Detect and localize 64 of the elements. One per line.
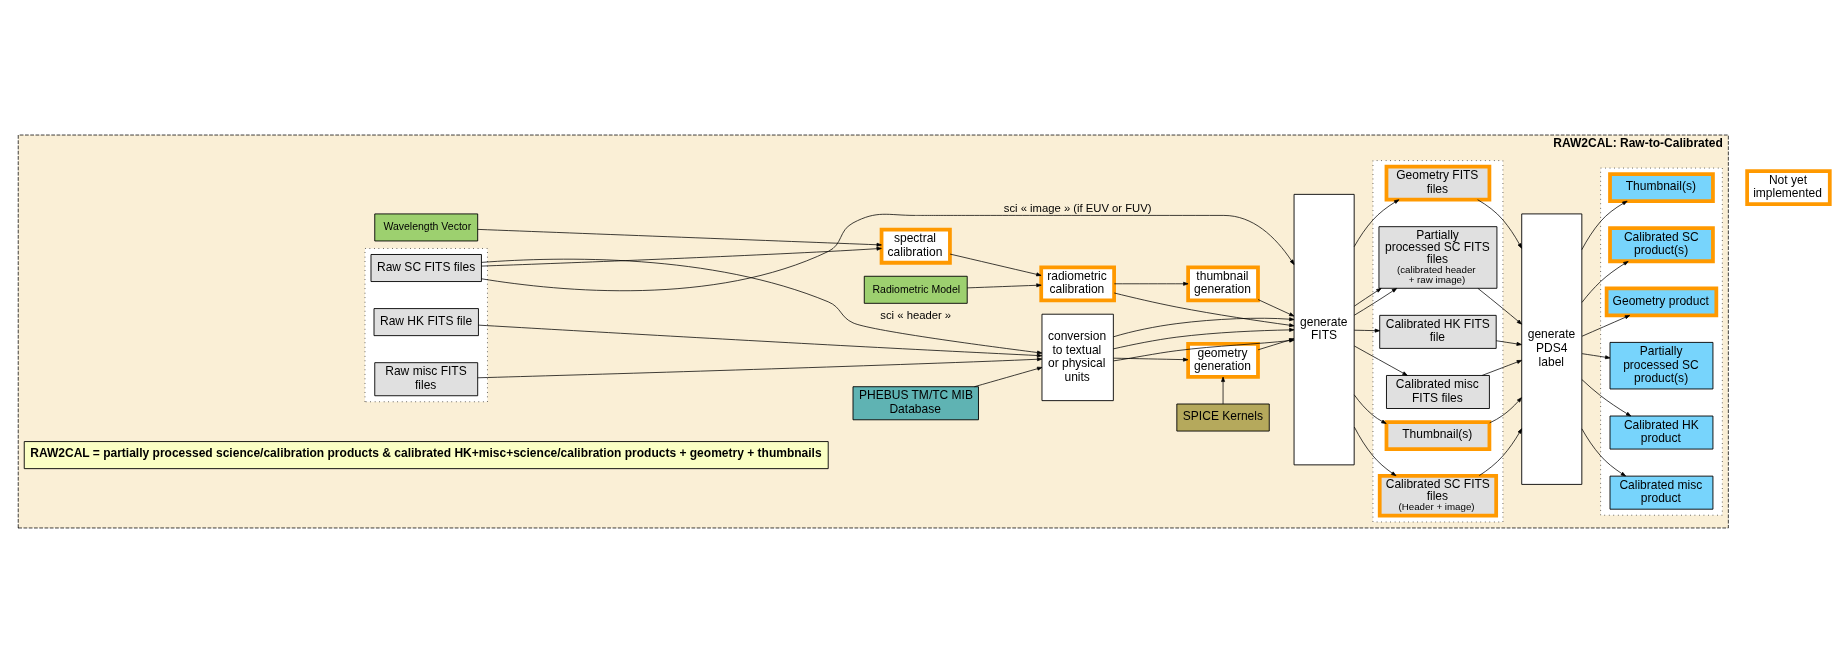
node-box: Partially processed SC FITS files (calibrated header + raw image) [1378,226,1497,289]
arrow [1581,261,1629,303]
node-box: Calibrated HK product [1609,415,1713,450]
arrow [1581,379,1631,417]
arrow [480,213,1294,292]
node-box: Thumbnail(s) [1607,172,1715,203]
node-box: PHEBUS TM/TC MIB Database [852,386,979,421]
node-box: Not yet implemented [1744,169,1832,206]
node-box: Radiometric Model [863,275,968,304]
node-box: generate FITS [1293,193,1355,466]
arrow [1353,426,1396,477]
arrow [1481,360,1522,376]
arrow [1476,199,1522,249]
arrow [1353,345,1408,376]
arrow [476,229,882,247]
node-box: thumbnail generation [1185,265,1260,303]
cluster [364,248,488,403]
arrow [1257,338,1294,351]
arrow [477,324,1042,358]
arrow [1581,353,1610,360]
arrow [1477,288,1522,325]
arrow [480,246,882,267]
arrow [949,253,1041,277]
arrow [1220,376,1225,405]
arrow [1113,292,1294,328]
arrow [1112,317,1294,338]
arrow [1353,288,1397,316]
node-box: RAW2CAL = partially processed science/calibration products & calibrated HK+misc+science/calibration products + geometry + thumbnails [23,441,829,470]
arrow [1580,200,1628,251]
node-box: spectral calibration [879,227,952,265]
node-box: Calibrated misc FITS files [1385,375,1490,409]
node-box: Wavelength Vector [373,213,478,242]
node-box: SPICE Kernels [1175,403,1270,432]
node-box: radiometric calibration [1038,265,1116,303]
node-box: geometry generation [1185,342,1260,379]
arrow [1581,315,1630,337]
arrow [1495,340,1522,346]
node-box: Thumbnail(s) [1384,420,1491,451]
node-box: generate PDS4 label [1520,213,1582,485]
arrow [476,357,1042,379]
arrow [480,258,1042,355]
arrow [1112,357,1188,362]
arrow [1580,428,1626,477]
arrow [1353,288,1381,307]
arrow [1478,428,1522,476]
node-box: conversion to textual or physical units [1041,313,1114,402]
arrow [973,366,1042,388]
node-box: Calibrated misc product [1609,475,1713,510]
edge-label: sci « header » [879,309,951,322]
arrow [1353,328,1380,333]
arrow [1112,327,1294,350]
arrow [1488,397,1522,424]
edge-label: sci « image » (if EUV or FUV) [1003,201,1152,214]
arrow [1257,299,1294,317]
node-box: Raw SC FITS files [370,254,482,282]
node-box: Partially processed SC product(s) [1609,341,1713,390]
node-box: Raw HK FITS file [373,308,479,337]
arrow [966,283,1042,289]
arrow [1112,338,1294,362]
arrow [1353,394,1387,424]
node-box: Calibrated HK FITS file [1378,314,1497,349]
node-box: Raw misc FITS files [373,362,478,397]
cluster [1599,167,1723,516]
arrow [1113,281,1188,286]
